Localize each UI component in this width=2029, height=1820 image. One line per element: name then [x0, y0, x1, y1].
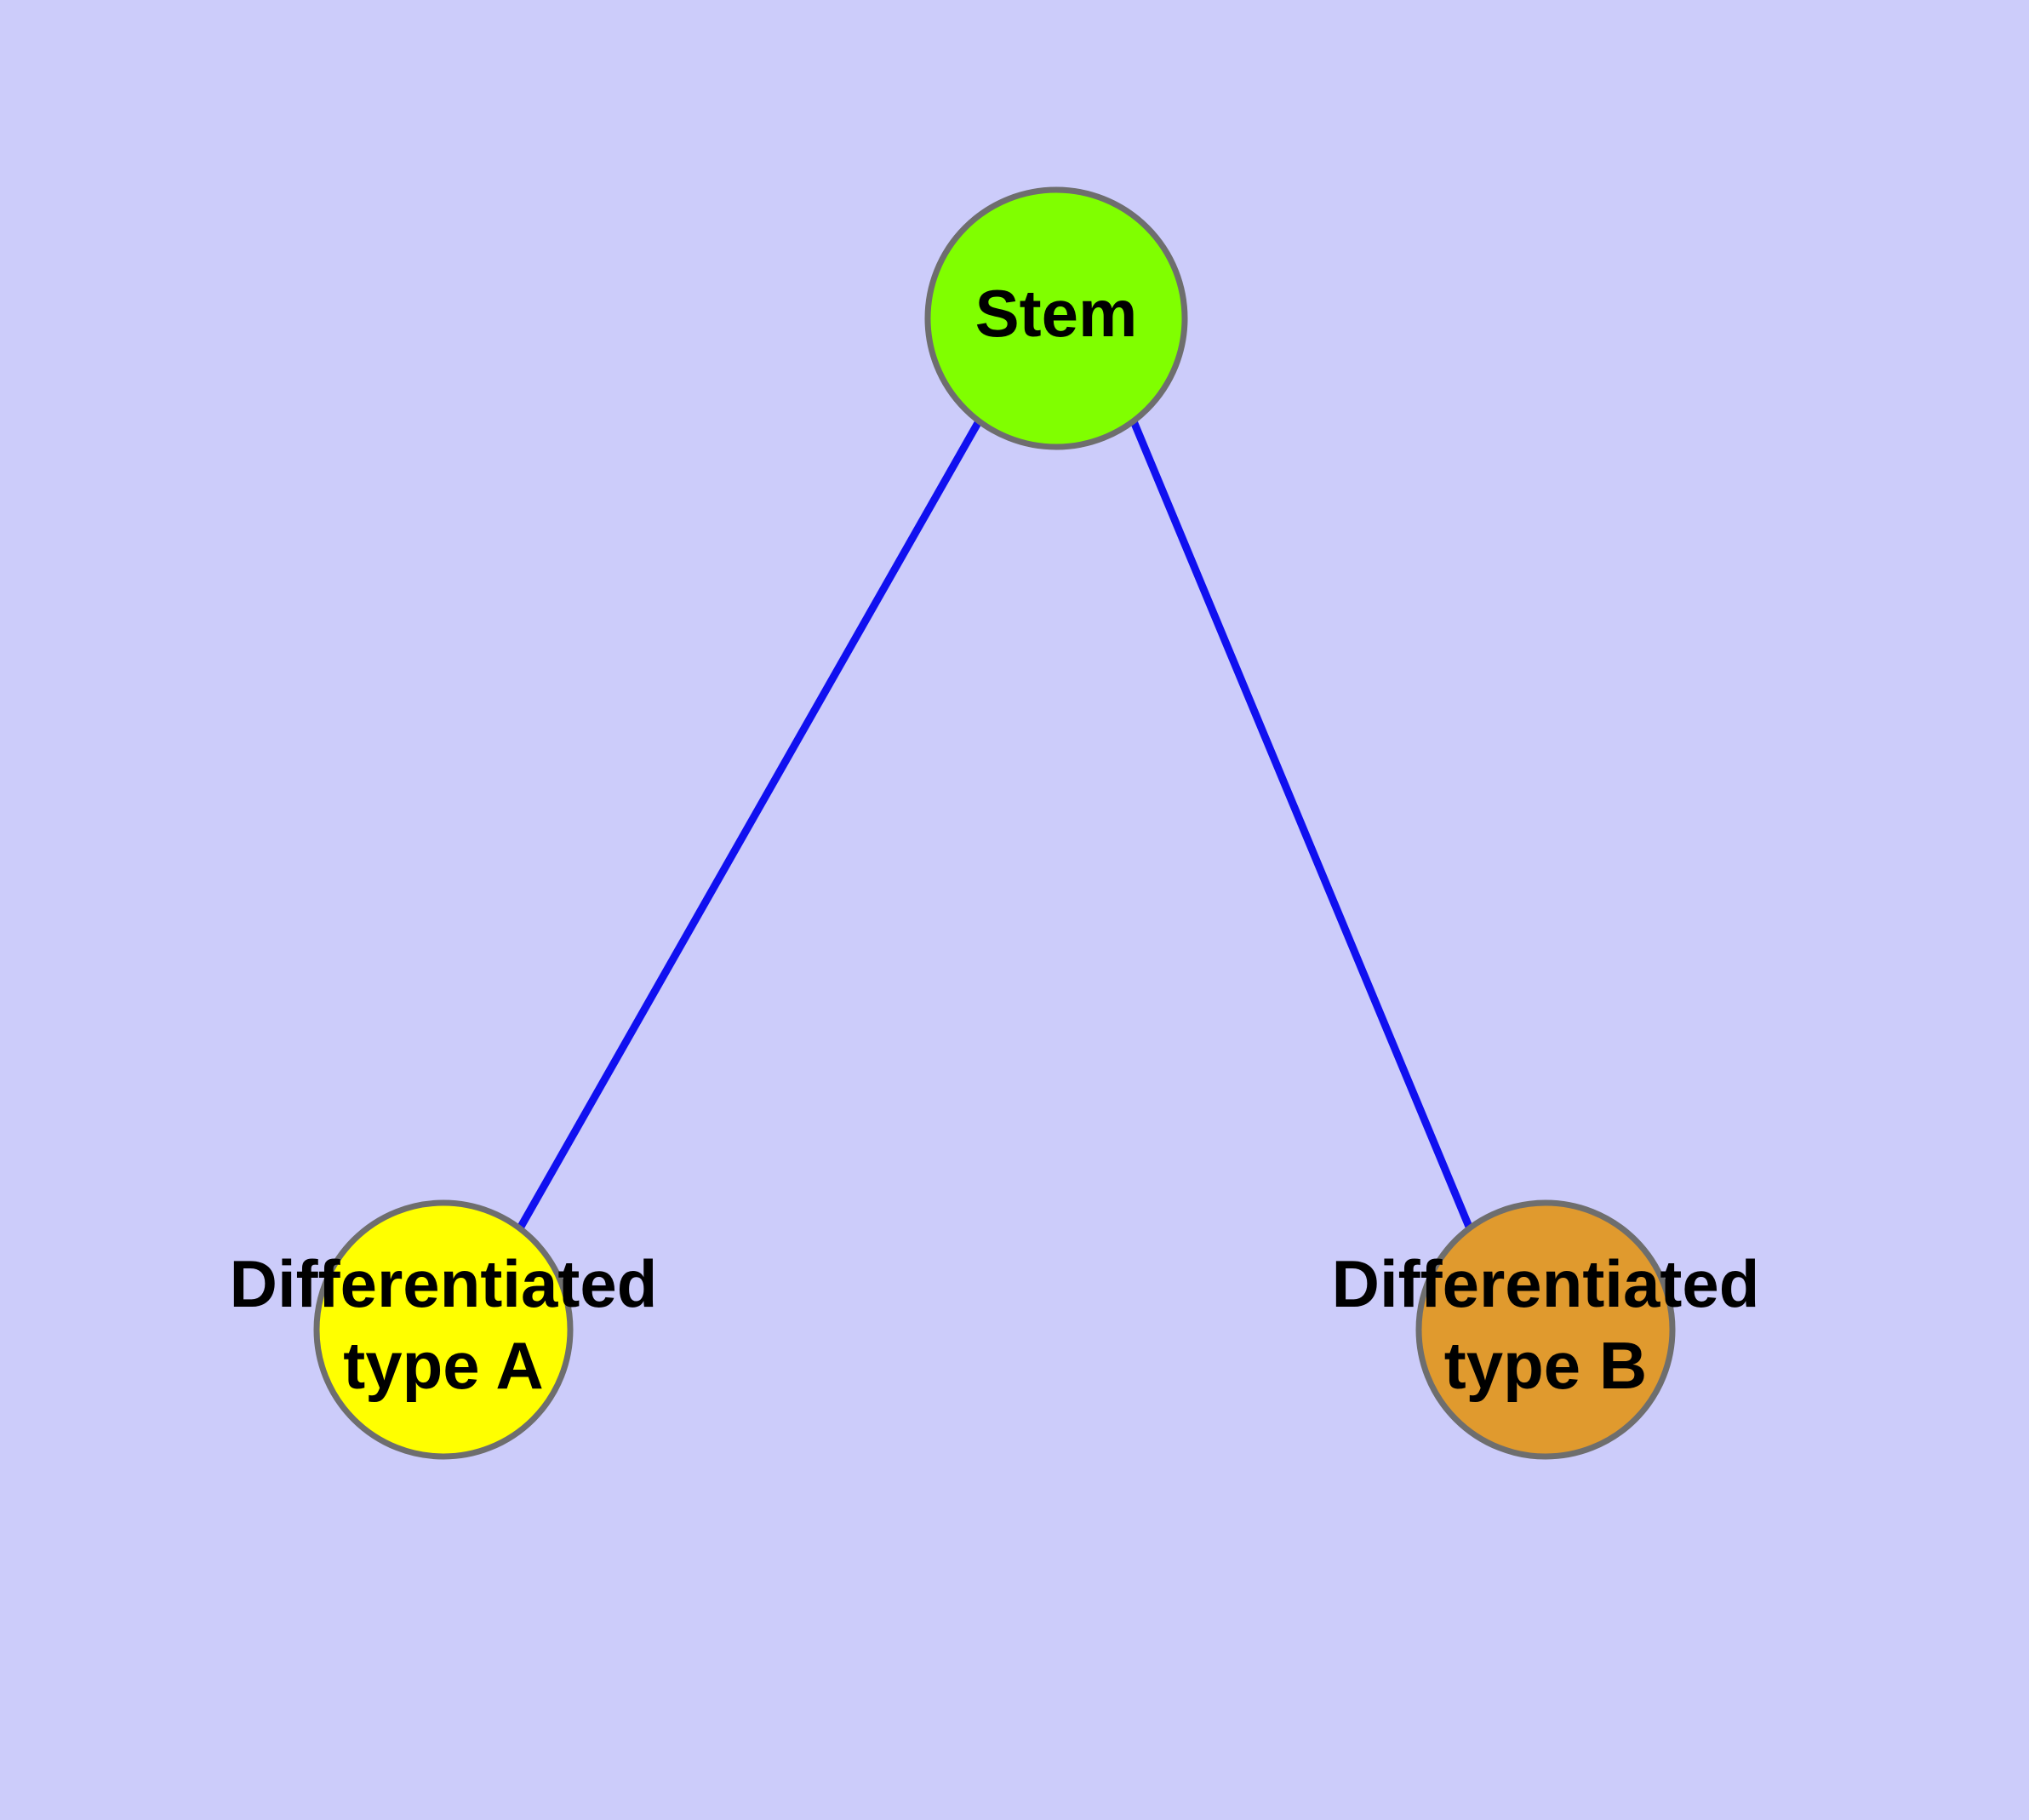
node-stem-circle[interactable] [924, 186, 1188, 450]
edge-stem-to-diff-b[interactable] [1129, 420, 1473, 1228]
node-diff-a-circle[interactable] [313, 1199, 574, 1460]
node-diff-b-circle[interactable] [1415, 1199, 1676, 1460]
node-stem[interactable] [924, 186, 1188, 450]
node-diff-b[interactable] [1415, 1199, 1676, 1460]
node-layer [313, 186, 1676, 1460]
edge-layer [517, 419, 1473, 1229]
edge-stem-to-diff-a[interactable] [517, 419, 982, 1229]
node-diff-a[interactable] [313, 1199, 574, 1460]
node-stem-label: Stem [975, 276, 1138, 351]
